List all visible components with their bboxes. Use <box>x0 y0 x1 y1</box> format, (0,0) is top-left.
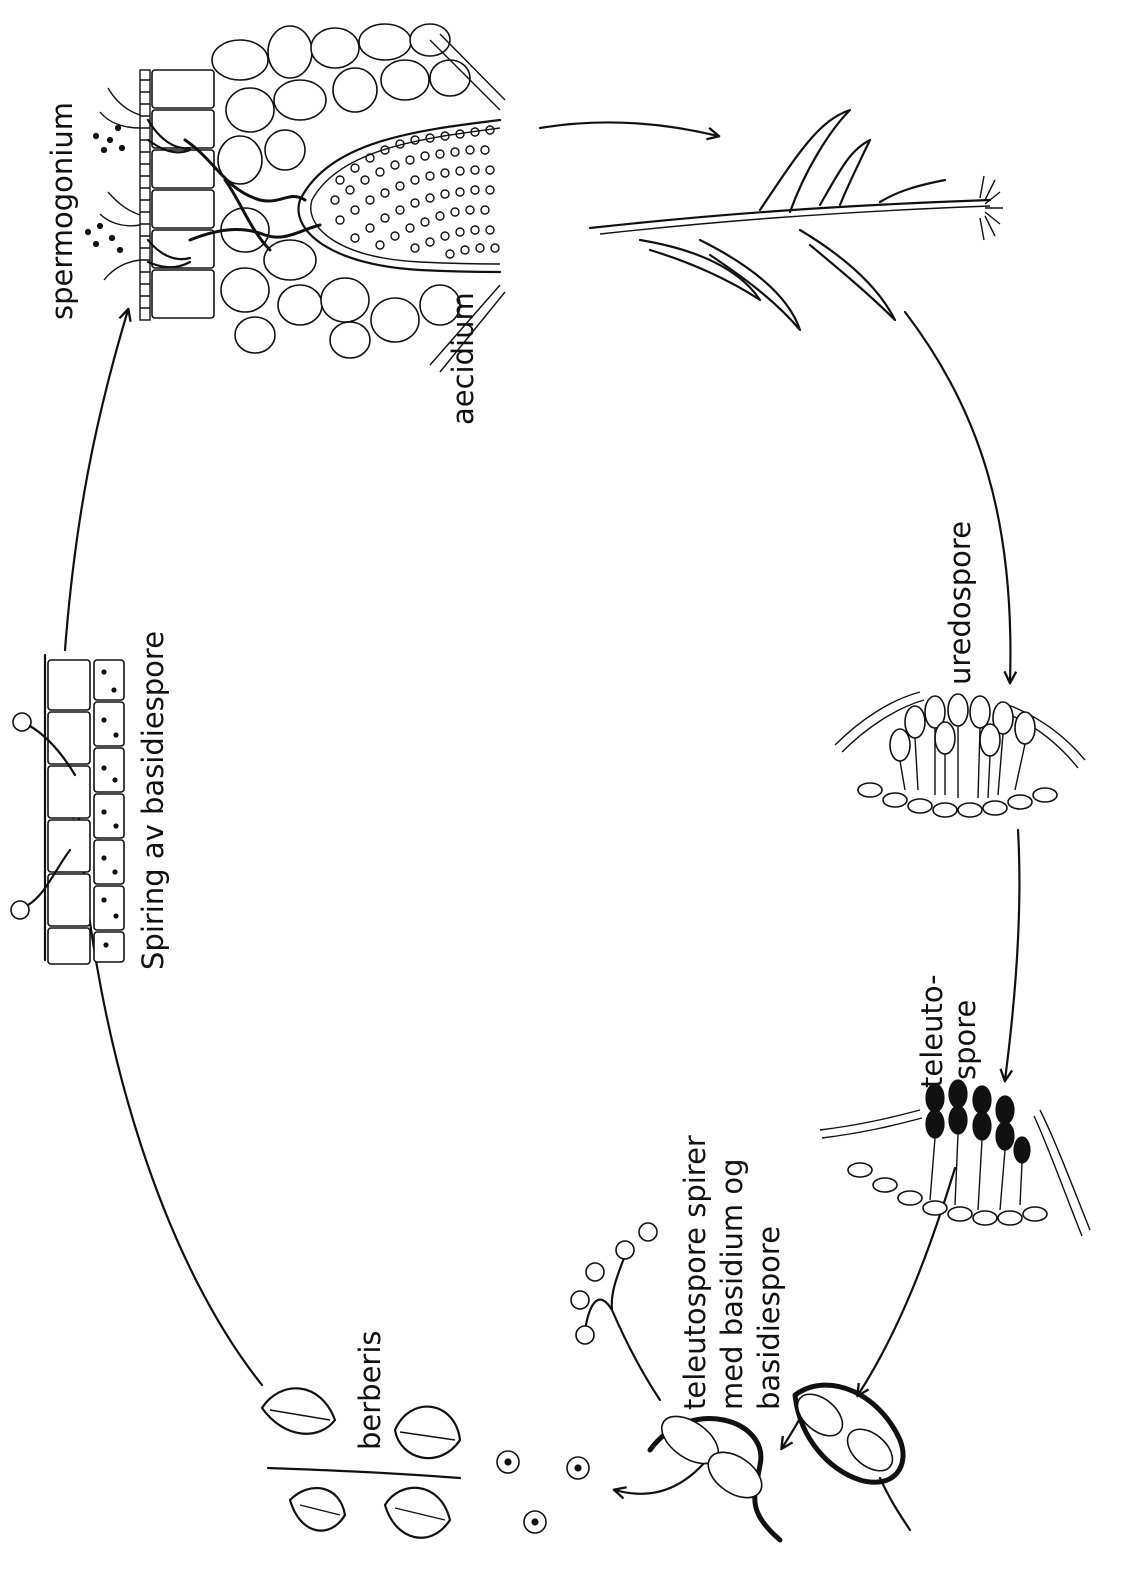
label-teleutospore-germinates-line3: basidiespore <box>752 1226 786 1410</box>
aeciospores <box>331 126 499 258</box>
grass-leaf-lower-1 <box>640 240 760 300</box>
grass-leaf-lower-2 <box>700 240 800 330</box>
aecidium-cross-section <box>86 24 506 372</box>
label-aecidium: aecidium <box>446 292 480 425</box>
palisade-cells <box>152 70 214 318</box>
teleutospores <box>926 1080 1030 1163</box>
label-teleutospore-line1: teleuto- <box>915 974 949 1088</box>
loose-basidiospores <box>497 1451 589 1533</box>
teleutospore-germ-2-cell-b <box>840 1421 900 1479</box>
basidiospore-germination-section <box>11 655 124 964</box>
germinating-basidiospore-2 <box>11 901 29 919</box>
label-teleutospore-germinates-line2: med basidium og <box>715 1158 749 1410</box>
grass-leaf-upper-1 <box>760 110 850 212</box>
teleutospore-germ-2-stalk <box>880 1478 910 1530</box>
label-teleutospore-germinates-line1: teleutospore spirer <box>678 1135 712 1410</box>
label-berberis: berberis <box>353 1330 387 1450</box>
aecidium-cup-wall <box>299 120 501 272</box>
label-uredospore: uredospore <box>943 521 977 685</box>
spermatia-dots <box>86 126 125 253</box>
epidermal-cells <box>48 660 90 964</box>
arrow-spermogonium-to-grass <box>540 122 718 136</box>
grass-leaf-upper-3 <box>880 180 945 202</box>
label-teleutospore-line2: spore <box>948 1000 982 1080</box>
teleutosorus <box>820 1080 1090 1236</box>
arrow-spiring-to-spermogonium <box>65 310 128 650</box>
epidermis-band-left <box>140 70 150 320</box>
arrow-basidiospores-to-berberis <box>615 1462 705 1494</box>
label-spiring-av-basidiespore: Spiring av basidiespore <box>136 631 170 970</box>
label-spermogonium: spermogonium <box>45 102 79 320</box>
uredosorus <box>835 692 1085 817</box>
teleuto-epidermis-upper <box>820 1110 922 1138</box>
arrow-uredo-to-teleuto <box>1005 830 1019 1080</box>
mesophyll-cells-lower <box>94 660 124 962</box>
grass-roots <box>980 176 1003 240</box>
germinating-basidiospore-1 <box>13 713 31 731</box>
grass-plant <box>590 110 1003 330</box>
grass-leaf-lower-3 <box>800 230 895 320</box>
grass-leaf-upper-2 <box>820 140 870 205</box>
grass-stem <box>590 200 990 228</box>
berberis-stem <box>268 1468 460 1478</box>
cycle-arrows <box>65 122 1019 1493</box>
mesophyll-cells <box>212 24 470 358</box>
